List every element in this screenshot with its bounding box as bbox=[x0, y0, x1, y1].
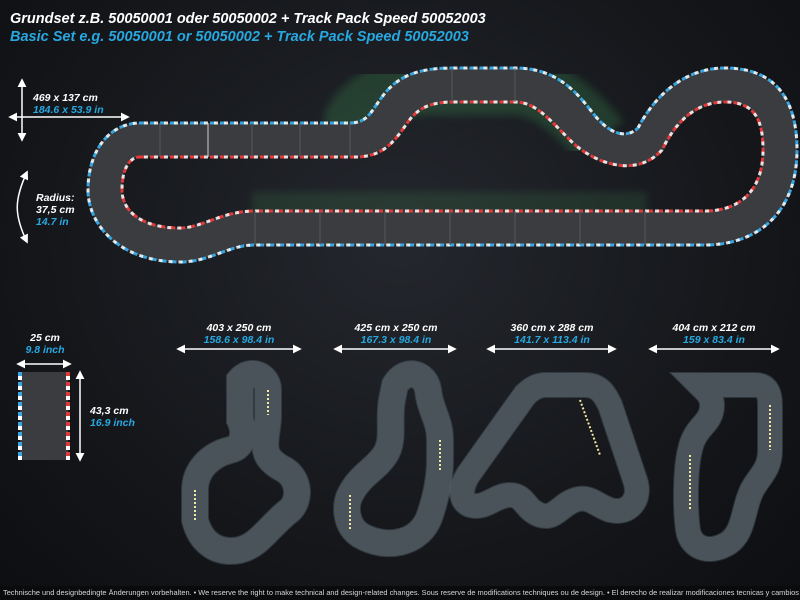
straight-length-label: 43,3 cm 16.9 inch bbox=[90, 405, 135, 429]
layout-1-size-label: 403 x 250 cm 158.6 x 98.4 in bbox=[180, 322, 298, 346]
layout-2-size-label: 425 cm x 250 cm 167.3 x 98.4 in bbox=[337, 322, 455, 346]
layout-3-size-cm: 360 cm x 288 cm bbox=[510, 322, 594, 334]
radius-in: 14.7 in bbox=[36, 216, 69, 228]
main-track-inner-kerb-white bbox=[120, 100, 765, 230]
layout-4-size-cm: 404 cm x 212 cm bbox=[672, 322, 756, 334]
title-english: Basic Set e.g. 50050001 or 50050002 + Tr… bbox=[10, 29, 469, 45]
main-track-outer-kerb-white bbox=[86, 66, 799, 264]
layout-2-size-in: 167.3 x 98.4 in bbox=[360, 334, 432, 346]
layout-4-size-label: 404 cm x 212 cm 159 x 83.4 in bbox=[652, 322, 776, 346]
main-track-size-in: 184.6 x 53.9 in bbox=[33, 104, 104, 116]
footer-disclaimer: Technische und designbedingte Änderungen… bbox=[0, 586, 800, 600]
main-track-segment-lines bbox=[159, 68, 646, 245]
straight-width-in: 9.8 inch bbox=[25, 344, 65, 356]
radius-label: Radius: bbox=[36, 192, 75, 204]
layout-3-size-in: 141.7 x 113.4 in bbox=[514, 334, 590, 346]
layout-3-track bbox=[449, 372, 650, 529]
radius-arrow bbox=[16, 170, 29, 244]
straight-length-in: 16.9 inch bbox=[90, 417, 135, 429]
layout-1-size-cm: 403 x 250 cm bbox=[206, 322, 272, 334]
main-track-size-label: 469 x 137 cm 184.6 x 53.9 in bbox=[33, 92, 104, 116]
main-track bbox=[86, 55, 799, 264]
layout-2-size-cm: 425 cm x 250 cm bbox=[354, 322, 438, 334]
layout-1-size-in: 158.6 x 98.4 in bbox=[203, 334, 275, 346]
layout-2-track bbox=[333, 360, 454, 558]
radius-label-group: Radius: 37,5 cm 14.7 in bbox=[36, 192, 75, 228]
layout-1-track bbox=[181, 360, 311, 565]
straight-track-piece bbox=[18, 372, 70, 460]
straight-width-cm: 25 cm bbox=[30, 332, 60, 344]
main-track-inner-kerb bbox=[120, 100, 765, 230]
layout-4-size-in: 159 x 83.4 in bbox=[683, 334, 745, 346]
main-width-arrow bbox=[8, 78, 130, 142]
radius-cm: 37,5 cm bbox=[36, 204, 75, 216]
straight-length-cm: 43,3 cm bbox=[90, 405, 129, 417]
straight-width-label: 25 cm 9.8 inch bbox=[18, 332, 72, 356]
layout-4-track bbox=[668, 372, 783, 562]
main-track-size-cm: 469 x 137 cm bbox=[33, 92, 98, 104]
layout-3-size-label: 360 cm x 288 cm 141.7 x 113.4 in bbox=[490, 322, 614, 346]
title-german: Grundset z.B. 50050001 oder 50050002 + T… bbox=[10, 11, 486, 27]
